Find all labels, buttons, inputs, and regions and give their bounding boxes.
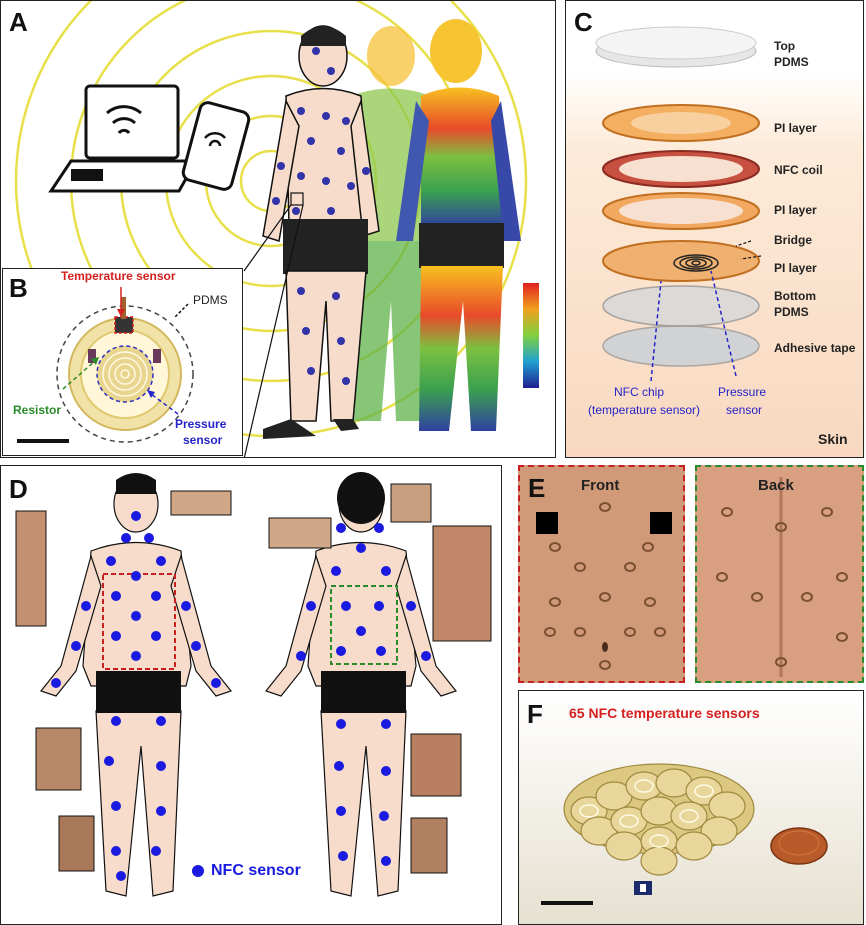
pressure-label-1: Pressure <box>718 385 767 399</box>
photo-insets <box>15 483 492 874</box>
panel-c-exploded-view <box>566 26 863 457</box>
panel-a-illustration <box>14 1 539 457</box>
pressure-label-2: sensor <box>726 403 763 417</box>
pressure-sensor-label-2: sensor <box>183 433 223 447</box>
panel-f-sensors-photo <box>519 691 863 924</box>
panel-a-label: A <box>9 7 28 37</box>
pdms-label: PDMS <box>193 293 228 307</box>
top-pdms-label-2: PDMS <box>774 55 809 69</box>
nfc-sensor-legend: NFC sensor <box>211 862 301 879</box>
color-scale-bar <box>523 283 539 388</box>
panel-c-label: C <box>574 7 593 37</box>
bottom-pdms-label-1: Bottom <box>774 289 816 303</box>
nfc-sensor-dots <box>51 511 431 881</box>
skin-label: Skin <box>818 431 848 447</box>
back-torso-photo <box>695 465 864 683</box>
panel-f-title: 65 NFC temperature sensors <box>569 705 760 721</box>
adhesive-tape-label: Adhesive tape <box>774 341 856 355</box>
pi-layer-label-3: PI layer <box>774 261 817 275</box>
scale-bar-f <box>541 901 593 905</box>
pressure-sensor-label-1: Pressure <box>175 417 227 431</box>
panel-f: F 65 NFC temperature sensors <box>518 690 864 925</box>
front-label: Front <box>581 477 620 494</box>
body-figure <box>262 25 380 439</box>
panel-d: D NFC sensor <box>0 465 502 925</box>
back-label: Back <box>758 477 794 494</box>
scale-bar <box>17 439 69 443</box>
panel-a: A <box>0 0 556 458</box>
bottom-pdms-label-2: PDMS <box>774 305 809 319</box>
panel-c: C Top PDMS PI layer NFC coil PI layer Br… <box>565 0 864 458</box>
panel-e-label: E <box>528 473 546 503</box>
sensor-pile <box>563 763 755 876</box>
penny-icon <box>770 827 828 865</box>
panel-d-body-map <box>15 472 492 897</box>
smartphone-icon <box>181 101 251 191</box>
sensor-dots <box>272 47 370 385</box>
bridge-label: Bridge <box>774 233 813 247</box>
nfc-chip-label-2: (temperature sensor) <box>588 403 701 417</box>
panel-f-label: F <box>527 699 543 729</box>
panel-b-label: B <box>9 273 28 303</box>
pi-layer-label-1: PI layer <box>774 121 817 135</box>
nfc-coil-label: NFC coil <box>774 163 823 177</box>
panel-b-device <box>17 287 194 443</box>
resistor-label: Resistor <box>13 403 62 417</box>
panel-d-label: D <box>9 474 28 504</box>
laptop-icon <box>48 84 199 193</box>
panel-b: B Temperature sensor PDMS Resistor Press… <box>2 268 243 456</box>
top-pdms-label-1: Top <box>774 39 796 53</box>
pi-layer-label-2: PI layer <box>774 203 817 217</box>
front-torso-photo <box>518 465 685 683</box>
nfc-chip-label-1: NFC chip <box>614 385 665 399</box>
thermal-body <box>396 19 521 431</box>
temperature-sensor-label: Temperature sensor <box>61 269 176 283</box>
panel-e: E Front Back <box>518 465 864 685</box>
